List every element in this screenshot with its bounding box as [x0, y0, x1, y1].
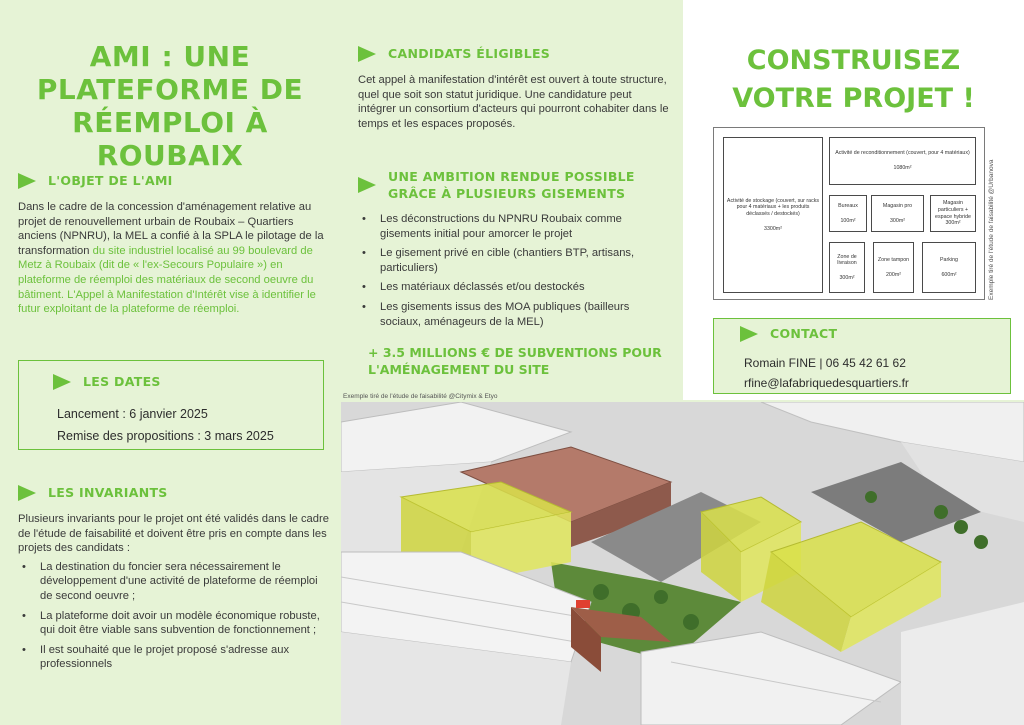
dates-label: LES DATES	[83, 374, 161, 389]
aerial-site-illustration	[341, 402, 1024, 725]
plan-credit: Exemple tiré de l'étude de faisabilité @…	[988, 159, 995, 300]
plan-stockage: Activité de stockage (couvert, sur racks…	[723, 137, 823, 293]
plan-bureaux: Bureaux 100m²	[829, 195, 867, 232]
ambition-label-line-1: UNE AMBITION RENDUE POSSIBLE	[388, 169, 635, 184]
dates-heading: LES DATES	[53, 373, 161, 390]
site-plan-diagram: Activité de stockage (couvert, sur racks…	[713, 127, 985, 300]
main-title: AMI : UNE PLATEFORME DE RÉEMPLOI À ROUBA…	[10, 40, 330, 172]
dates-box: LES DATES Lancement : 6 janvier 2025 Rem…	[18, 360, 324, 450]
plan-bureaux-area: 100m²	[840, 217, 856, 224]
objet-text-plain: Dans le cadre de la concession d'aménage…	[18, 201, 324, 257]
contact-box: CONTACT Romain FINE | 06 45 42 61 62 rfi…	[713, 318, 1011, 394]
plan-recond-label: Activité de reconditionnement (couvert, …	[835, 150, 970, 157]
main-title-line-1: AMI : UNE	[89, 40, 251, 73]
plan-tampon-label: Zone tampon	[877, 256, 910, 263]
subventions-callout: + 3.5 MILLIONS € DE SUBVENTIONS POUR L'A…	[368, 344, 668, 378]
plan-magasin-particuliers: Magasin particuliers + espace hybride 30…	[930, 195, 976, 232]
plan-tampon: Zone tampon 200m²	[873, 242, 914, 293]
candidats-text: Cet appel à manifestation d'intérêt est …	[358, 74, 669, 130]
ambition-item: Les matériaux déclassés et/ou destockés	[358, 280, 658, 295]
triangle-arrow-icon	[18, 484, 36, 501]
ambition-item: Le gisement privé en cible (chantiers BT…	[358, 246, 658, 275]
contact-name-phone: Romain FINE | 06 45 42 61 62	[744, 356, 906, 370]
dates-remise: Remise des propositions : 3 mars 2025	[57, 429, 274, 443]
right-title-line-1: CONSTRUISEZ	[746, 45, 961, 76]
plan-bureaux-label: Bureaux	[838, 202, 858, 209]
plan-livraison: Zone de livraison 300m²	[829, 242, 865, 293]
invariants-label: LES INVARIANTS	[48, 485, 168, 500]
right-title-line-2: VOTRE PROJET !	[732, 83, 975, 114]
aerial-credit: Exemple tiré de l'étude de faisabilité @…	[343, 393, 498, 400]
invariant-item: La destination du foncier sera nécessair…	[18, 560, 330, 604]
plan-parking-label: Parking	[940, 256, 958, 263]
ambition-label-line-2: GRÂCE À PLUSIEURS GISEMENTS	[388, 186, 626, 201]
invariants-intro: Plusieurs invariants pour le projet ont …	[18, 513, 329, 555]
invariants-list: La destination du foncier sera nécessair…	[18, 560, 330, 672]
plan-stockage-area: 3300m²	[764, 225, 782, 232]
plan-magasin-part-label: Magasin particuliers + espace hybride	[935, 200, 971, 220]
plan-livraison-label: Zone de livraison	[837, 253, 857, 267]
objet-label: L'OBJET DE L'AMI	[48, 173, 173, 188]
contact-email[interactable]: rfine@lafabriquedesquartiers.fr	[744, 376, 909, 390]
aerial-view-image	[341, 402, 1024, 725]
triangle-arrow-icon	[53, 373, 71, 390]
plan-reconditionnement: Activité de reconditionnement (couvert, …	[829, 137, 976, 185]
plan-stockage-label: Activité de stockage (couvert, sur racks…	[726, 197, 820, 217]
objet-text-highlight: du site industriel localisé au 99 boulev…	[18, 244, 316, 316]
contact-heading: CONTACT	[740, 325, 837, 342]
invariants-heading: LES INVARIANTS	[18, 484, 168, 501]
ambition-label: UNE AMBITION RENDUE POSSIBLE GRÂCE À PLU…	[388, 168, 635, 202]
triangle-arrow-icon	[358, 45, 376, 62]
invariant-item: La plateforme doit avoir un modèle écono…	[18, 609, 330, 638]
plan-parking-area: 600m²	[941, 271, 957, 278]
candidats-label: CANDIDATS ÉLIGIBLES	[388, 46, 551, 61]
ambition-list: Les déconstructions du NPNRU Roubaix com…	[358, 212, 658, 334]
triangle-arrow-icon	[740, 325, 758, 342]
plan-parking: Parking 600m²	[922, 242, 976, 293]
plan-magasin-pro: Magasin pro 300m²	[871, 195, 924, 232]
subventions-line-2: L'AMÉNAGEMENT DU SITE	[368, 362, 550, 377]
plan-tampon-area: 200m²	[885, 271, 901, 278]
dates-lancement: Lancement : 6 janvier 2025	[57, 407, 208, 421]
ambition-item: Les déconstructions du NPNRU Roubaix com…	[358, 212, 658, 241]
objet-heading: L'OBJET DE L'AMI	[18, 172, 173, 189]
main-title-line-3: RÉEMPLOI À ROUBAIX	[72, 106, 268, 172]
plan-magasin-pro-label: Magasin pro	[882, 202, 913, 209]
plan-livraison-area: 300m²	[839, 274, 855, 281]
candidats-heading: CANDIDATS ÉLIGIBLES	[358, 45, 550, 62]
middle-column	[341, 0, 683, 400]
invariants-body: Plusieurs invariants pour le projet ont …	[18, 512, 330, 677]
ambition-item: Les gisements issus des MOA publiques (b…	[358, 300, 658, 329]
subventions-line-1: + 3.5 MILLIONS € DE SUBVENTIONS POUR	[368, 345, 662, 360]
main-title-line-2: PLATEFORME DE	[36, 73, 304, 106]
ambition-heading: UNE AMBITION RENDUE POSSIBLE GRÂCE À PLU…	[358, 168, 635, 202]
plan-magasin-part-area: 300m²	[945, 220, 961, 227]
triangle-arrow-icon	[18, 172, 36, 189]
plan-magasin-pro-area: 300m²	[889, 217, 905, 224]
contact-label: CONTACT	[770, 326, 838, 341]
right-title: CONSTRUISEZ VOTRE PROJET !	[683, 42, 1024, 118]
objet-text: Dans le cadre de la concession d'aménage…	[18, 200, 328, 317]
triangle-arrow-icon	[358, 177, 376, 193]
plan-recond-area: 1080m²	[893, 165, 912, 171]
invariant-item: Il est souhaité que le projet proposé s'…	[18, 643, 330, 672]
